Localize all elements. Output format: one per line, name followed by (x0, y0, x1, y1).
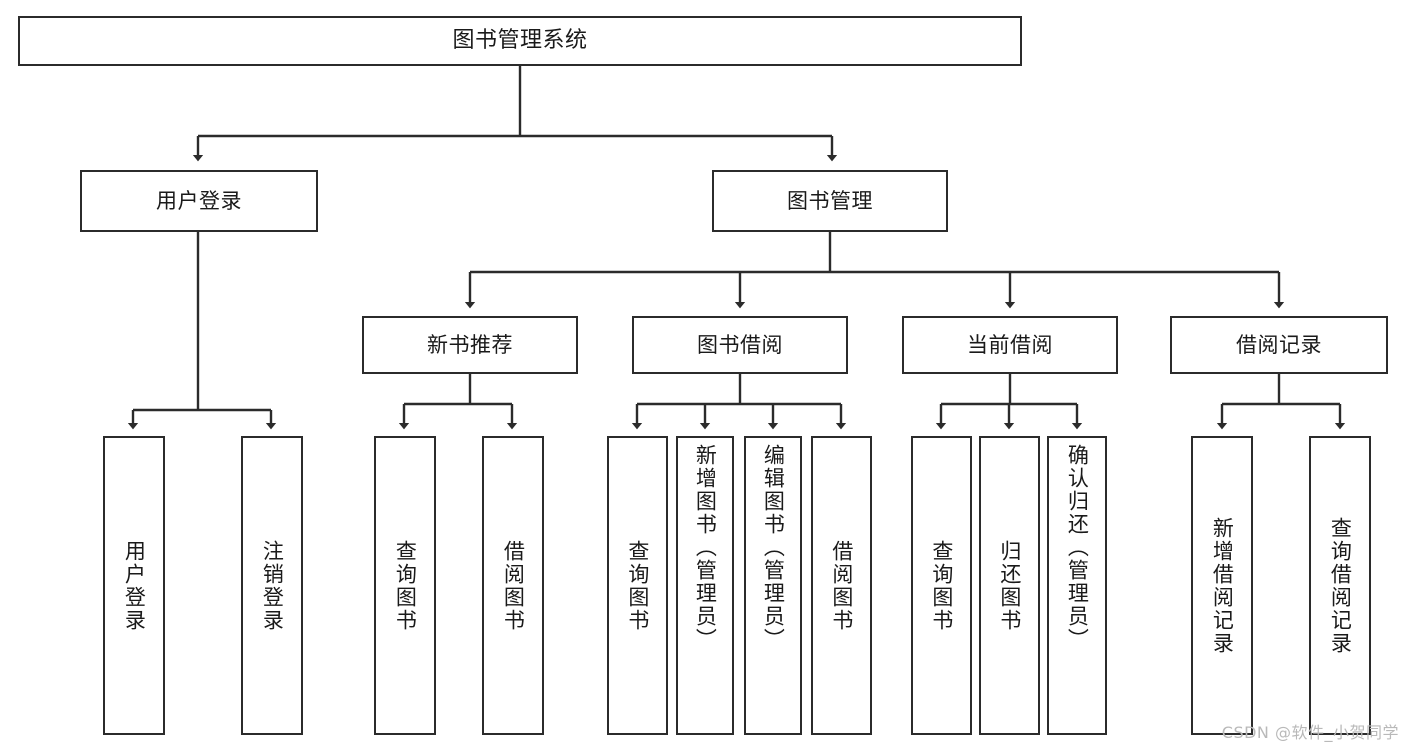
leaf-query-books-current[interactable]: 查询图书 (911, 436, 972, 735)
node-user-login[interactable]: 用户登录 (80, 170, 318, 232)
node-label: 确认归还（管理员） (1065, 444, 1090, 651)
node-label: 图书管理 (787, 188, 873, 213)
node-label: 新书推荐 (427, 332, 513, 357)
node-new-book-recommend[interactable]: 新书推荐 (362, 316, 578, 374)
node-label: 图书借阅 (697, 332, 783, 357)
leaf-edit-book-admin[interactable]: 编辑图书（管理员） (744, 436, 802, 735)
leaf-return-books[interactable]: 归还图书 (979, 436, 1040, 735)
leaf-logout[interactable]: 注销登录 (241, 436, 303, 735)
node-label: 归还图书 (997, 539, 1022, 632)
node-label: 新增图书（管理员） (693, 444, 718, 651)
node-label: 用户登录 (156, 188, 242, 213)
node-book-management-system[interactable]: 图书管理系统 (18, 16, 1022, 66)
node-label: 查询图书 (393, 539, 418, 632)
node-borrow-record[interactable]: 借阅记录 (1170, 316, 1388, 374)
node-book-management[interactable]: 图书管理 (712, 170, 948, 232)
node-current-borrow[interactable]: 当前借阅 (902, 316, 1118, 374)
node-label: 新增借阅记录 (1210, 516, 1235, 655)
watermark: CSDN @软件_小贺同学 (1221, 723, 1399, 742)
node-label: 用户登录 (122, 539, 147, 632)
node-book-borrow[interactable]: 图书借阅 (632, 316, 848, 374)
leaf-query-borrow-record[interactable]: 查询借阅记录 (1309, 436, 1371, 735)
leaf-confirm-return-admin[interactable]: 确认归还（管理员） (1047, 436, 1107, 735)
node-label: 当前借阅 (967, 332, 1053, 357)
leaf-user-login[interactable]: 用户登录 (103, 436, 165, 735)
node-label: 图书管理系统 (452, 28, 588, 54)
leaf-query-books-borrow[interactable]: 查询图书 (607, 436, 668, 735)
node-label: 编辑图书（管理员） (761, 444, 786, 651)
node-label: 查询借阅记录 (1328, 516, 1353, 655)
node-label: 借阅图书 (829, 539, 854, 632)
node-label: 注销登录 (260, 539, 285, 632)
leaf-borrow-books-borrow[interactable]: 借阅图书 (811, 436, 872, 735)
leaf-add-book-admin[interactable]: 新增图书（管理员） (676, 436, 734, 735)
node-label: 借阅记录 (1236, 332, 1322, 357)
leaf-query-books-recommend[interactable]: 查询图书 (374, 436, 436, 735)
leaf-borrow-books-recommend[interactable]: 借阅图书 (482, 436, 544, 735)
leaf-add-borrow-record[interactable]: 新增借阅记录 (1191, 436, 1253, 735)
node-label: 借阅图书 (501, 539, 526, 632)
node-label: 查询图书 (625, 539, 650, 632)
node-label: 查询图书 (929, 539, 954, 632)
